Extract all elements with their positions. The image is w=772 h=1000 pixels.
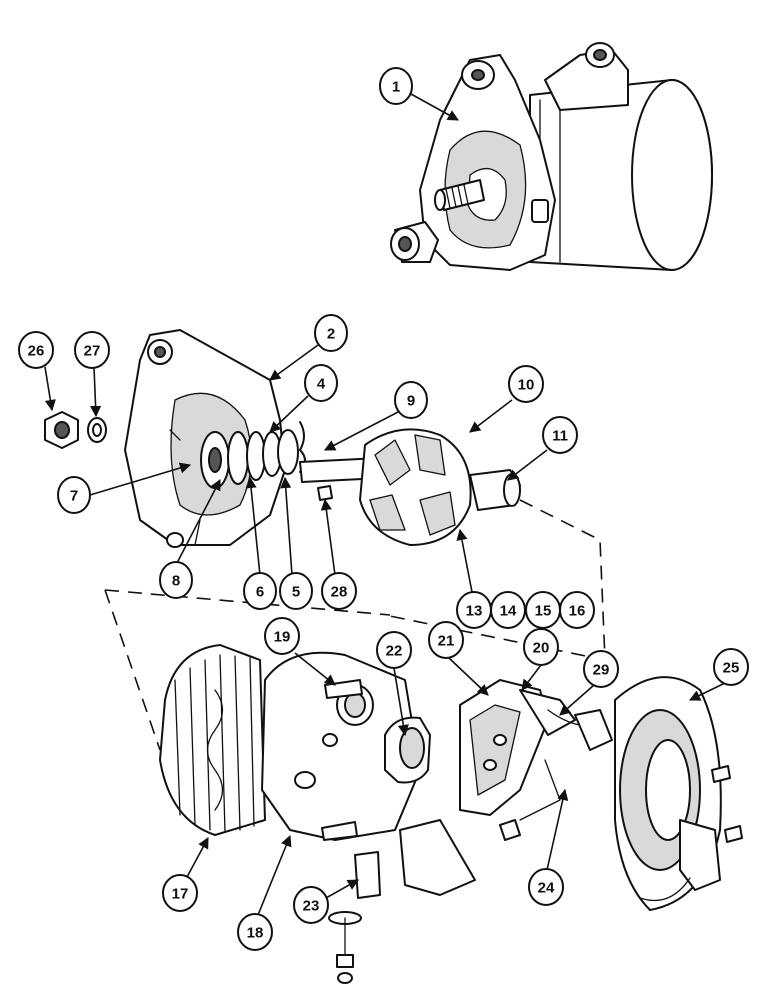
svg-text:24: 24	[538, 880, 555, 897]
callout-17: 17	[162, 874, 198, 912]
stator	[159, 644, 266, 836]
callout-24: 24	[528, 868, 564, 906]
svg-text:6: 6	[256, 584, 264, 601]
svg-text:11: 11	[552, 428, 568, 445]
nut-and-washer	[44, 411, 107, 449]
slip-ring-end-housing	[261, 651, 431, 841]
svg-text:19: 19	[274, 629, 291, 646]
callout-11: 11	[542, 416, 578, 454]
callout-13: 13	[456, 591, 492, 629]
callouts: 1 2 4 9 10 11 26 27 7 8 6 5 28 13 14 15 …	[18, 67, 749, 951]
assembled-alternator	[390, 42, 713, 271]
callout-14: 14	[490, 591, 526, 629]
svg-text:16: 16	[569, 603, 586, 620]
callout-6: 6	[243, 572, 277, 610]
svg-text:17: 17	[172, 886, 189, 903]
callout-23: 23	[293, 886, 329, 924]
callout-2: 2	[314, 314, 348, 352]
callout-26: 26	[18, 331, 54, 369]
callout-19: 19	[264, 617, 300, 655]
svg-text:26: 26	[28, 343, 45, 360]
callout-18: 18	[237, 913, 273, 951]
svg-text:4: 4	[317, 376, 326, 393]
callout-15: 15	[525, 591, 561, 629]
svg-text:29: 29	[593, 662, 610, 679]
callout-10: 10	[508, 365, 544, 403]
leader-lines	[44, 93, 726, 916]
svg-text:13: 13	[466, 603, 483, 620]
callout-21: 21	[428, 621, 464, 659]
exploded-guide-1	[384, 499, 606, 661]
svg-text:22: 22	[386, 643, 403, 660]
svg-text:8: 8	[172, 573, 180, 590]
exploded-guide-2	[104, 589, 161, 751]
callout-28: 28	[321, 572, 357, 610]
svg-text:5: 5	[292, 584, 300, 601]
svg-text:23: 23	[303, 898, 320, 915]
svg-text:7: 7	[70, 488, 78, 505]
rotor-assembly	[299, 428, 521, 546]
callout-16: 16	[559, 591, 595, 629]
svg-text:28: 28	[331, 584, 348, 601]
svg-text:18: 18	[247, 925, 264, 942]
brush-holder	[328, 851, 381, 984]
callout-25: 25	[713, 648, 749, 686]
callout-5: 5	[279, 572, 313, 610]
callout-4: 4	[304, 364, 338, 402]
callout-29: 29	[583, 650, 619, 688]
svg-text:10: 10	[518, 377, 535, 394]
svg-text:25: 25	[723, 660, 740, 677]
svg-text:9: 9	[407, 393, 415, 410]
svg-text:2: 2	[327, 326, 335, 343]
svg-text:27: 27	[84, 343, 101, 360]
callout-9: 9	[394, 381, 428, 419]
callout-1: 1	[379, 67, 413, 105]
callout-27: 27	[74, 331, 110, 369]
callout-7: 7	[57, 476, 91, 514]
svg-text:1: 1	[392, 79, 400, 96]
svg-text:20: 20	[533, 640, 550, 657]
callout-22: 22	[376, 631, 412, 669]
rectifier-and-brush-box	[399, 679, 613, 896]
svg-text:15: 15	[535, 603, 552, 620]
svg-text:21: 21	[438, 633, 455, 650]
end-cover	[614, 676, 743, 911]
drive-end-housing	[124, 329, 306, 548]
callout-8: 8	[159, 561, 193, 599]
svg-text:14: 14	[500, 603, 517, 620]
callout-20: 20	[523, 628, 559, 666]
